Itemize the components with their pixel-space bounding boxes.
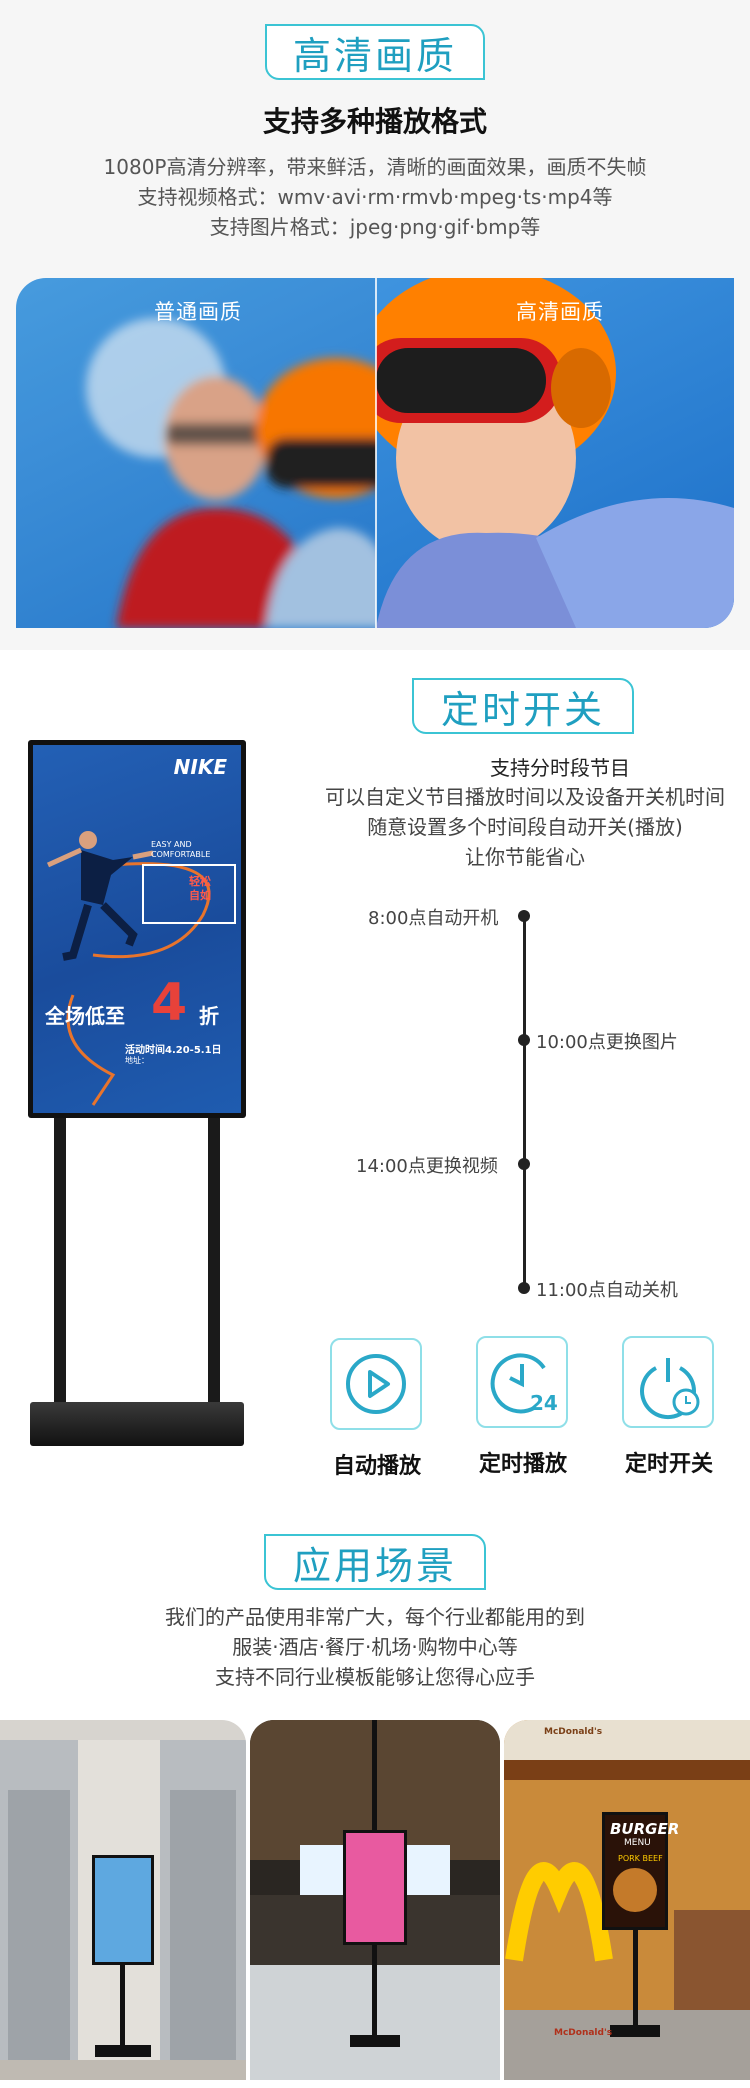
scene-phone-store — [250, 1720, 500, 2080]
quality-title: 支持多种播放格式 — [262, 105, 487, 138]
tennis-player-figure — [46, 831, 236, 1106]
elevator-lobby-photo — [0, 1720, 246, 2080]
poster-date: 活动时间4.20-5.1日 — [125, 1045, 222, 1056]
power-timer-icon — [640, 1358, 700, 1419]
phone-store-photo — [250, 1720, 500, 2080]
kiosk-pole-left — [54, 1118, 66, 1438]
burger-menu-title: BURGER — [610, 1820, 680, 1838]
event-change-image: 10:00点更换图片 — [536, 1032, 678, 1053]
svg-text:24: 24 — [530, 1391, 558, 1415]
timeline-dot-1 — [518, 910, 530, 922]
feature-timed-switch-label: 定时开关 — [624, 1452, 713, 1477]
play-icon — [346, 1354, 406, 1414]
kiosk-pole-right — [208, 1118, 220, 1438]
timer-line-2: 随意设置多个时间段自动开关(播放) — [367, 815, 683, 839]
poster-promo: 全场低至 — [45, 1004, 125, 1028]
quality-line-3: 支持图片格式：jpeg·png·gif·bmp等 — [209, 215, 541, 239]
comparison-divider — [375, 278, 377, 628]
event-power-off: 11:00点自动关机 — [536, 1280, 678, 1301]
poster-tag-1: 轻松 — [189, 875, 211, 888]
timer-line-3: 让你节能省心 — [465, 845, 585, 869]
event-power-on: 8:00点自动开机 — [368, 908, 499, 929]
timer-title: 支持分时段节目 — [490, 756, 630, 780]
scenes-line-1: 我们的产品使用非常广大，每个行业都能用的到 — [165, 1605, 585, 1629]
timeline-dot-3 — [518, 1158, 530, 1170]
restaurant-photo — [504, 1720, 750, 2080]
mc-sign-top: McDonald's — [544, 1727, 603, 1737]
event-change-video: 14:00点更换视频 — [356, 1156, 498, 1177]
feature-timed-play-label: 定时播放 — [478, 1452, 567, 1477]
poster-slogan-1: EASY AND — [151, 840, 192, 849]
feature-timed-switch — [622, 1336, 714, 1428]
burger-menu-items: PORK BEEF — [618, 1854, 663, 1863]
poster-unit: 折 — [199, 1004, 219, 1028]
burger-menu-sub: MENU — [624, 1838, 651, 1848]
clock-24-icon: 24 — [490, 1353, 558, 1415]
feature-timed-play: 24 — [476, 1336, 568, 1428]
poster-brand: NIKE — [173, 755, 227, 779]
timeline-line — [523, 915, 526, 1287]
timeline-dot-4 — [518, 1282, 530, 1294]
feature-auto-play — [330, 1338, 422, 1430]
poster-tag: 轻松自如 — [189, 875, 211, 903]
badge-scenes: 应用场景 — [264, 1534, 494, 1598]
scene-mcdonalds: McDonald's McDonald's BURGER MENU PORK B… — [504, 1720, 750, 2080]
poster-tag-2: 自如 — [189, 889, 211, 902]
scenes-line-2: 服装·酒店·餐厅·机场·购物中心等 — [232, 1635, 518, 1659]
poster-discount: 4 — [151, 973, 188, 1033]
timeline-dot-2 — [518, 1034, 530, 1046]
feature-auto-play-label: 自动播放 — [332, 1454, 421, 1479]
scenes-line-3: 支持不同行业模板能够让您得心应手 — [215, 1665, 535, 1689]
hd-quality-label: 高清画质 — [516, 300, 604, 324]
poster-slogan-2: COMFORTABLE — [151, 850, 211, 859]
normal-quality-label: 普通画质 — [154, 300, 242, 324]
poster-address: 地址： — [125, 1056, 149, 1065]
kiosk-base — [30, 1402, 244, 1446]
quality-line-2: 支持视频格式：wmv·avi·rm·rmvb·mpeg·ts·mp4等 — [137, 185, 613, 209]
badge-timer: 定时开关 — [412, 678, 642, 742]
quality-comparison-photo: 普通画质 高清画质 — [16, 278, 734, 628]
quality-line-1: 1080P高清分辨率，带来鲜活，清晰的画面效果，画质不失帧 — [103, 155, 647, 179]
timer-line-1: 可以自定义节目播放时间以及设备开关机时间 — [325, 785, 725, 809]
scene-elevator-lobby — [0, 1720, 246, 2080]
mc-sign-bottom: McDonald's — [554, 2028, 613, 2038]
badge-quality: 高清画质 — [265, 24, 493, 88]
